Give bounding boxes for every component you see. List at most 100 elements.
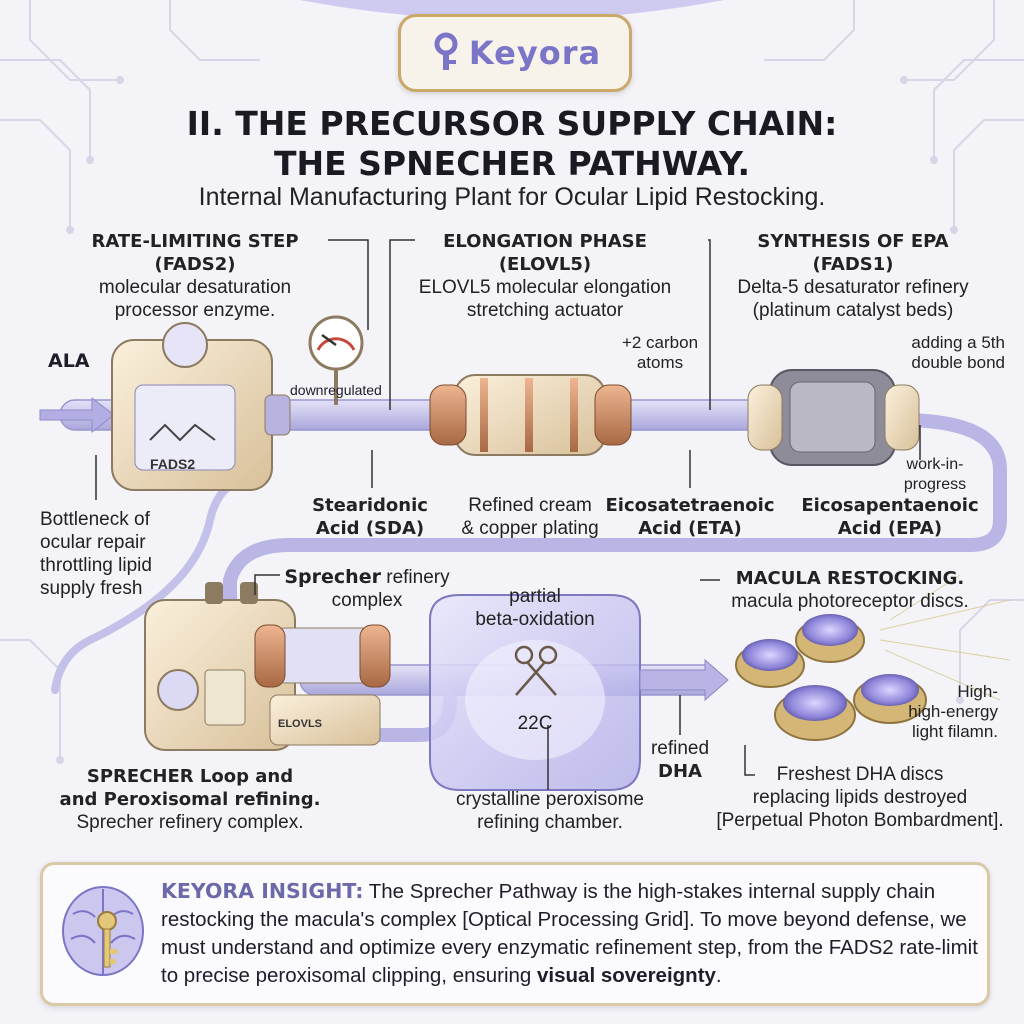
macula-heading: MACULA RESTOCKING. [735,568,965,589]
elovl5-heading-sub: (ELOVL5) [498,254,592,275]
sprecher-rest: refinery [380,567,450,588]
page-subtitle: Internal Manufacturing Plant for Ocular … [198,183,826,211]
wip-line-2: progress [903,476,967,493]
wip-label: work-in- progress [880,455,990,495]
fads1-desc-2: (platinum catalyst beds) [752,300,954,321]
circuit-traces [0,0,1024,760]
plating-line-1: Refined cream [468,495,592,516]
elovl5-desc-2: stretching actuator [466,300,624,321]
light-filaments [879,574,1011,701]
eta-line-2: Acid (ETA) [638,518,742,539]
bottleneck-line-4: supply fresh [40,578,143,599]
bottleneck-note: Bottleneck of ocular repair throttling l… [40,508,190,600]
insight-body: The Sprecher Pathway is the high-stakes … [161,880,978,987]
elovl5-label: ELONGATION PHASE (ELOVL5) ELOVL5 molecul… [395,230,695,322]
scissors-icon [514,645,558,696]
macula-desc: macula photoreceptor discs. [731,591,969,612]
elovl5-actuator [429,374,632,456]
dha-discs [735,614,927,741]
sprecher-line-2: complex [331,590,403,611]
plating-line-2: & copper plating [461,518,599,539]
carbon-line-2: atoms [636,353,684,372]
light-line-3: light filamn. [912,722,998,741]
fads1-desc-1: Delta-5 desaturator refinery [737,277,969,298]
logo: Keyora [398,14,632,92]
fads2-machine [111,322,291,491]
insight-box: KEYORA INSIGHT: The Sprecher Pathway is … [40,862,990,1006]
bond-line-2: double bond [911,353,1005,372]
chamber-line-1: crystalline peroxisome [456,789,644,810]
light-line-2: high-energy [908,702,998,721]
macula-label: MACULA RESTOCKING. macula photoreceptor … [700,567,1000,613]
page-title-line2: THE SPNECHER PATHWAY. [273,144,751,183]
return-pipe [223,413,1007,607]
peroxisome-label: crystalline peroxisome refining chamber. [420,788,680,834]
bottleneck-line-2: ocular repair [40,532,146,553]
fads2-label: RATE-LIMITING STEP (FADS2) molecular des… [60,230,330,322]
bottleneck-line-3: throttling lipid [40,555,152,576]
loop-line-1: SPRECHER Loop and [86,766,294,787]
ala-label: ALA [48,350,90,372]
discs-label: Freshest DHA discs replacing lipids dest… [700,763,1020,832]
sprecher-label: Sprecher refinery complex [282,566,452,612]
fads1-heading-sub: (FADS1) [812,254,894,275]
refined-dha-label: refined DHA [635,737,725,783]
partial-line-1: partial [509,586,561,607]
fads1-label: SYNTHESIS OF EPA (FADS1) Delta-5 desatur… [718,230,988,322]
fads1-refinery [747,369,920,466]
pressure-gauge-icon [308,315,364,405]
sda-line-1: Stearidonic [312,495,428,516]
bond-line-1: adding a 5th [911,333,1005,352]
loop-line-3: Sprecher refinery complex. [76,812,304,833]
page-title-line1: II. THE PRECURSOR SUPPLY CHAIN: [186,104,838,143]
sprecher-loop-label: SPRECHER Loop and and Peroxisomal refini… [30,765,350,834]
fads1-heading: SYNTHESIS OF EPA [757,231,949,252]
sprecher-machine [144,582,391,751]
ala-arrow-icon [39,396,115,434]
chamber-line-2: refining chamber. [477,812,623,833]
dha-line-2: DHA [658,761,702,782]
carbon-line-1: +2 carbon [621,333,699,352]
elovl5-desc-1: ELOVL5 molecular elongation [418,277,672,298]
partial-line-2: beta-oxidation [475,609,595,630]
eta-line-1: Eicosatetraenoic [605,495,775,516]
insight-bold-end: visual sovereignty [537,964,716,987]
discs-line-1: Freshest DHA discs [776,764,944,785]
sda-line-2: Acid (SDA) [315,518,425,539]
fads2-desc-1: molecular desaturation [98,277,292,298]
sprecher-bold: Sprecher [284,566,381,588]
fads2-heading: RATE-LIMITING STEP [91,231,299,252]
discs-line-2: replacing lipids destroyed [752,787,968,808]
epa-line-1: Eicosapentaenoic [801,495,979,516]
elovl5-heading: ELONGATION PHASE [443,231,647,252]
carbon-label: +2 carbon atoms [600,333,720,373]
gauge-label: downregulated [290,382,382,398]
insight-end: . [715,964,722,987]
bond-label: adding a 5th double bond [855,333,1005,373]
insight-text: KEYORA INSIGHT: The Sprecher Pathway is … [161,877,979,990]
fads2-heading-sub: (FADS2) [154,254,236,275]
leader-lines [95,239,921,790]
dha-arrow-icon [639,658,729,702]
peroxisome-chamber [429,594,641,791]
discs-line-3: [Perpetual Photon Bombardment]. [716,810,1004,831]
fads2-desc-2: processor enzyme. [114,300,276,321]
carbon-count: 22C [517,713,553,734]
insight-label: KEYORA INSIGHT: [161,879,364,903]
light-line-1: High- [957,682,998,701]
epa-line-2: Acid (EPA) [837,518,943,539]
logo-text: Keyora [468,34,602,72]
sda-label: Stearidonic Acid (SDA) [300,494,440,540]
light-label: High- high-energy light filamn. [868,682,998,742]
bottleneck-line-1: Bottleneck of [40,509,150,530]
brain-icon [62,886,144,976]
wip-line-1: work-in- [906,456,964,473]
eta-label: Eicosatetraenoic Acid (ETA) [600,494,780,540]
plating-label: Refined cream & copper plating [445,494,615,540]
loop-line-2: and Peroxisomal refining. [59,789,321,810]
beta-oxidation-label: partial beta-oxidation [455,585,615,631]
dha-line-1: refined [650,738,710,759]
fads2-device-label: FADS2 [150,456,196,472]
key-icon [434,32,458,70]
